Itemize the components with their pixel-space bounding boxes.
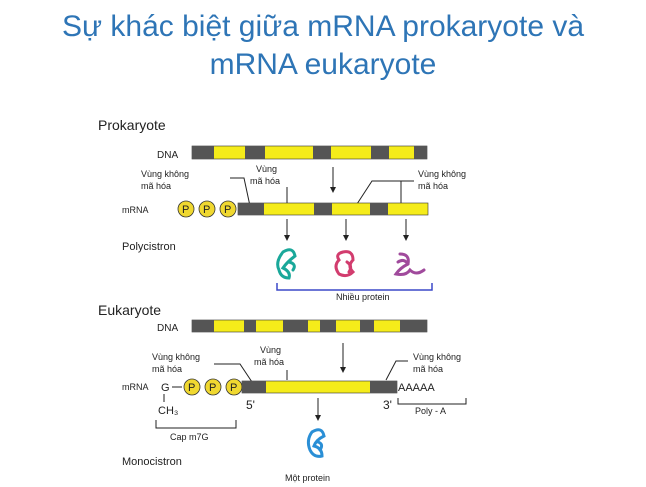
protein-teal-icon xyxy=(276,248,297,280)
eukaryote-mrna-strand xyxy=(241,380,398,394)
prokaryote-dna-strand xyxy=(191,145,428,160)
eukaryote-polya-sequence: AAAAA xyxy=(398,382,435,394)
polya-label: Poly - A xyxy=(415,406,446,416)
slide-title-line-1: Sự khác biệt giữa mRNA prokaryote và xyxy=(61,10,585,43)
prokaryote-polycistron-label: Polycistron xyxy=(122,241,176,253)
eukaryote-phosphate-2: P xyxy=(209,382,216,394)
eukaryote-mrna-label: mRNA xyxy=(122,382,149,392)
prokaryote-coding-label-2: mã hóa xyxy=(250,176,280,186)
slide-title-line-2: mRNA eukaryote xyxy=(209,48,437,81)
eukaryote-noncoding-right-label-1: Vùng không xyxy=(413,352,461,362)
eukaryote-phosphate-1: P xyxy=(188,382,195,394)
eukaryote-coding-label-1: Vùng xyxy=(260,345,281,355)
eukaryote-dna-strand xyxy=(191,319,428,333)
protein-purple-icon xyxy=(393,252,426,276)
prokaryote-phosphate-group xyxy=(177,200,237,218)
eukaryote-noncoding-right-label-2: mã hóa xyxy=(413,364,443,374)
eukaryote-dna-label: DNA xyxy=(157,323,178,334)
prokaryote-phosphate-3: P xyxy=(224,204,231,216)
prokaryote-noncoding-left-label-1: Vùng không xyxy=(141,169,189,179)
eukaryote-ch3-label: CH₃ xyxy=(158,405,178,417)
prokaryote-translation-arrows xyxy=(284,219,409,241)
prokaryote-mrna-strand xyxy=(237,202,429,216)
prokaryote-phosphate-1: P xyxy=(182,204,189,216)
prokaryote-noncoding-left-label-2: mã hóa xyxy=(141,181,171,191)
prokaryote-proteins-label: Nhiều protein xyxy=(336,292,390,302)
prokaryote-mrna-label: mRNA xyxy=(122,205,149,215)
prokaryote-protein-bracket xyxy=(276,283,433,291)
prokaryote-phosphate-2: P xyxy=(203,204,210,216)
eukaryote-phosphate-group xyxy=(183,378,243,396)
cap-m7g-label: Cap m7G xyxy=(170,432,209,442)
eukaryote-phosphate-3: P xyxy=(230,382,237,394)
eukaryote-noncoding-left-label-1: Vùng không xyxy=(152,352,200,362)
eukaryote-heading: Eukaryote xyxy=(98,302,161,318)
cap-bracket xyxy=(155,420,237,429)
five-prime-label: 5' xyxy=(246,398,255,412)
eukaryote-monocistron-label: Monocistron xyxy=(122,456,182,468)
prokaryote-pointer-lines xyxy=(230,167,414,207)
prokaryote-coding-label-1: Vùng xyxy=(256,164,277,174)
polya-bracket xyxy=(397,398,467,405)
eukaryote-pointer-lines xyxy=(214,343,408,383)
prokaryote-heading: Prokaryote xyxy=(98,117,166,133)
eukaryote-cap-g: G xyxy=(161,382,170,394)
three-prime-label: 3' xyxy=(383,398,392,412)
eukaryote-protein-label: Một protein xyxy=(285,473,330,483)
prokaryote-dna-label: DNA xyxy=(157,150,178,161)
protein-red-icon xyxy=(334,250,356,278)
eukaryote-coding-label-2: mã hóa xyxy=(254,357,284,367)
prokaryote-noncoding-right-label-1: Vùng không xyxy=(418,169,466,179)
protein-blue-icon xyxy=(306,428,326,458)
eukaryote-noncoding-left-label-2: mã hóa xyxy=(152,364,182,374)
prokaryote-noncoding-right-label-2: mã hóa xyxy=(418,181,448,191)
